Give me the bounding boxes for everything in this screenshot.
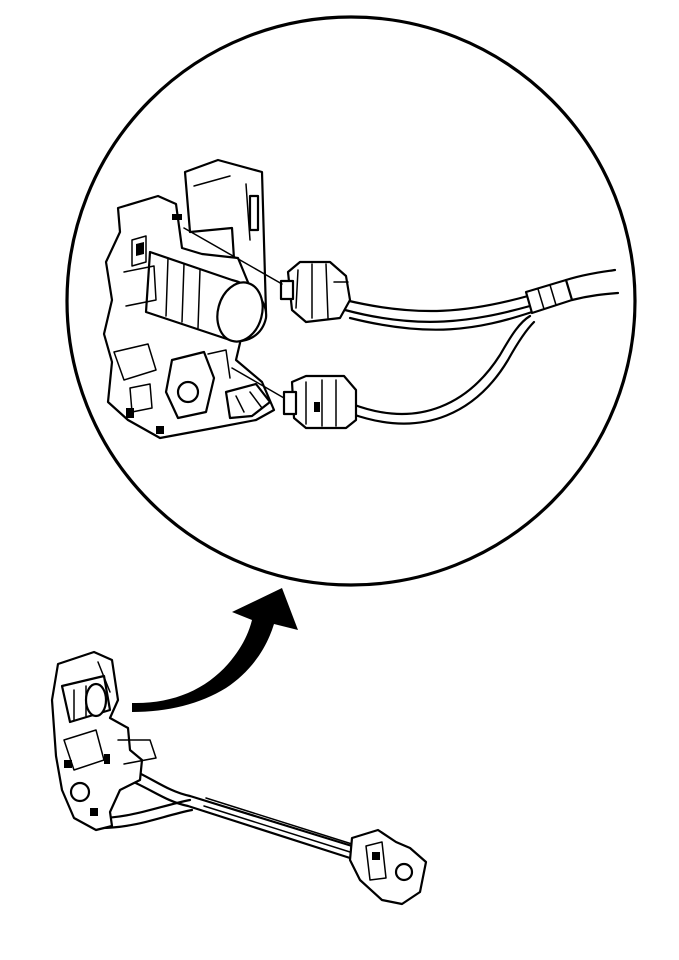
curved-arrow-icon bbox=[132, 588, 298, 712]
latch-actuator-detail bbox=[102, 158, 285, 440]
latch-assembly-overview bbox=[50, 650, 428, 906]
wire-harness bbox=[343, 268, 620, 425]
lower-connector bbox=[282, 374, 358, 430]
detail-callout bbox=[65, 15, 637, 587]
upper-connector bbox=[279, 260, 352, 324]
